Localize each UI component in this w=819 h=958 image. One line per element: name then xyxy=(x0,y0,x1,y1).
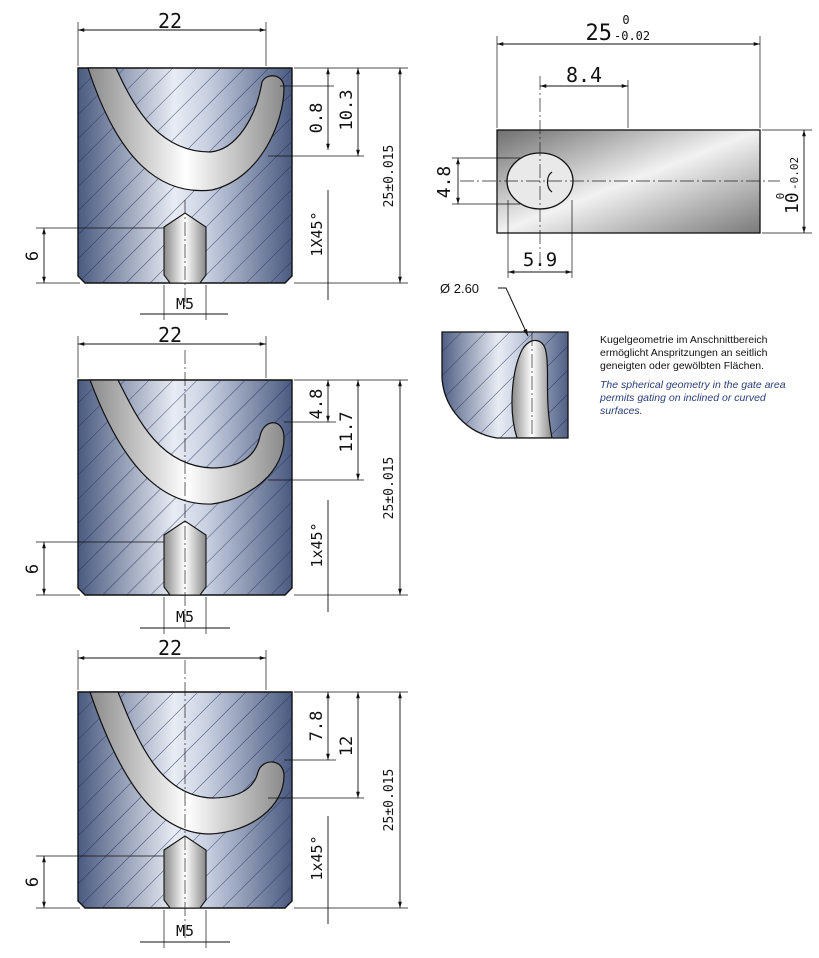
note-german: Kugelgeometrie im Anschnittbereich ermög… xyxy=(600,334,768,372)
gate-note: Kugelgeometrie im Anschnittbereich ermög… xyxy=(600,334,810,418)
middle-chamfer-label: 1x45° xyxy=(308,522,326,567)
gate-detail-view: Ø 2.60 xyxy=(440,281,569,439)
top-height-label: 25±0.015 xyxy=(382,145,397,208)
top-insert-view: 22 0.8 10.3 25±0.015 1X45° 6 M5 xyxy=(23,9,408,320)
lower-chamfer-label: 1x45° xyxy=(308,835,326,880)
middle-insert-view: 22 4.8 11.7 25±0.015 1x45° 6 M5 xyxy=(23,323,408,634)
top-chamfer-label: 1X45° xyxy=(308,211,326,256)
note-english: The spherical geometry in the gate area … xyxy=(600,379,786,417)
top-dim-a-label: 0.8 xyxy=(307,103,327,134)
lower-insert-view: 22 7.8 12 25±0.015 1x45° 6 M5 xyxy=(23,636,408,948)
top-dim-b-label: 10.3 xyxy=(337,90,357,131)
middle-bottom-label: 6 xyxy=(23,564,43,574)
lower-runner-channel xyxy=(89,691,285,835)
side-hole-width-label: 5.9 xyxy=(523,249,557,271)
middle-dim-b-label: 11.7 xyxy=(337,412,357,453)
middle-width-label: 22 xyxy=(158,323,182,347)
side-view-gate-mark xyxy=(546,171,553,193)
top-width-label: 22 xyxy=(158,9,182,33)
lower-width-label: 22 xyxy=(158,636,182,660)
middle-runner-channel xyxy=(89,379,285,505)
side-length-lower-tol: -0.02 xyxy=(614,29,650,43)
lower-height-label: 25±0.015 xyxy=(382,769,397,832)
side-view: 25 0 -0.02 8.4 4.8 5.9 10 0 -0.02 xyxy=(434,13,812,278)
middle-height-label: 25±0.015 xyxy=(382,457,397,520)
detail-diameter-label: Ø 2.60 xyxy=(440,281,479,296)
top-thread-label: M5 xyxy=(176,295,194,313)
lower-dim-a-label: 7.8 xyxy=(307,711,327,742)
lower-thread-label: M5 xyxy=(176,922,194,940)
side-length-upper-tol: 0 xyxy=(622,13,629,27)
side-thickness-main-label: 10 xyxy=(782,192,803,214)
lower-dim-b-label: 12 xyxy=(337,736,357,756)
side-hole-height-label: 4.8 xyxy=(434,166,455,199)
detail-outline xyxy=(441,331,569,439)
lower-bottom-label: 6 xyxy=(23,877,43,887)
top-bottom-label: 6 xyxy=(23,251,43,261)
top-runner-channel xyxy=(87,67,285,192)
middle-dim-a-label: 4.8 xyxy=(307,389,327,420)
middle-thread-label: M5 xyxy=(176,608,194,626)
side-offset-label: 8.4 xyxy=(566,63,602,87)
side-thickness-upper-tol: 0 xyxy=(774,193,787,200)
side-length-main-label: 25 xyxy=(586,21,613,46)
side-thickness-lower-tol: -0.02 xyxy=(788,157,801,190)
detail-hatching xyxy=(442,332,568,438)
detail-leader-line xyxy=(498,287,529,337)
